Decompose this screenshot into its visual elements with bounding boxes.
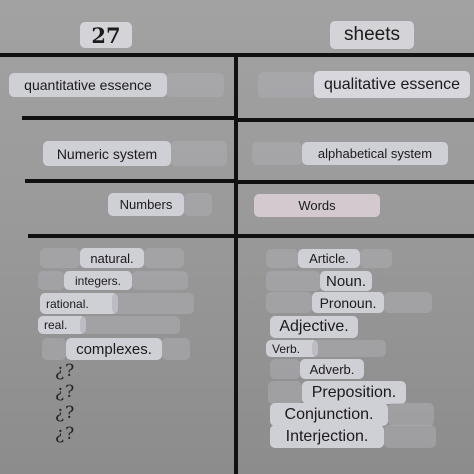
list-item-preposition: Preposition. [302,381,406,404]
right-list-shade-3b [384,292,432,313]
list-item-rational: rational. [40,293,118,314]
left-list-shade-1b [144,248,184,268]
right-list-shade-1 [266,249,298,268]
left-list-shade-1 [40,248,80,268]
row1-right-shade [258,72,314,98]
list-item-pronoun: Pronoun. [312,292,384,313]
left-list-shade-5 [42,338,66,360]
right-list-shade-7 [268,381,302,404]
row3-left-shade [184,193,212,216]
alphabetical-system-label: alphabetical system [302,142,448,165]
list-item-complexes: complexes. [66,338,162,360]
numbers-label: Numbers [108,193,184,216]
quantitative-essence-label: quantitative essence [9,73,167,97]
row1-left-shade [166,73,224,97]
list-item-noun: Noun. [320,271,372,291]
table-center-line [234,53,238,474]
header-right-label: sheets [330,21,414,49]
question-mark-4: ¿? [55,424,76,444]
left-list-shade-3 [112,293,194,314]
numeric-system-label: Numeric system [43,141,171,166]
right-list-shade-9 [384,425,436,448]
list-item-natural: natural. [80,248,144,268]
row1-divider-right [238,118,474,122]
list-item-integers: integers. [64,271,132,290]
right-list-shade-6 [270,359,300,379]
row3-divider [28,234,474,238]
list-item-adverb: Adverb. [300,359,364,379]
words-label: Words [254,194,380,217]
row2-right-shade [252,142,302,165]
list-item-conjunction: Conjunction. [270,403,388,426]
row1-divider-left [22,116,234,120]
right-list-shade-8 [388,403,434,426]
right-list-shade-5 [312,340,386,357]
list-item-adjective: Adjective. [270,316,358,338]
left-list-shade-2b [132,271,188,290]
question-mark-1: ¿? [55,361,76,381]
row2-divider-right [238,180,474,184]
list-item-interjection: Interjection. [270,425,384,448]
right-list-shade-2 [266,271,320,291]
right-list-shade-3 [266,292,312,313]
header-left-label: 27 [80,22,132,48]
question-mark-3: ¿? [55,403,76,423]
list-item-article: Article. [298,249,360,268]
qualitative-essence-label: qualitative essence [314,71,470,98]
list-item-verb: Verb. [266,340,318,357]
left-list-shade-5b [162,338,190,360]
question-mark-2: ¿? [55,382,76,402]
list-item-real: real. [38,316,86,334]
row2-divider-left [25,179,234,183]
left-list-shade-4 [80,316,180,334]
row2-left-shade [171,141,227,166]
right-list-shade-1b [360,249,392,268]
left-list-shade-2 [38,271,64,290]
